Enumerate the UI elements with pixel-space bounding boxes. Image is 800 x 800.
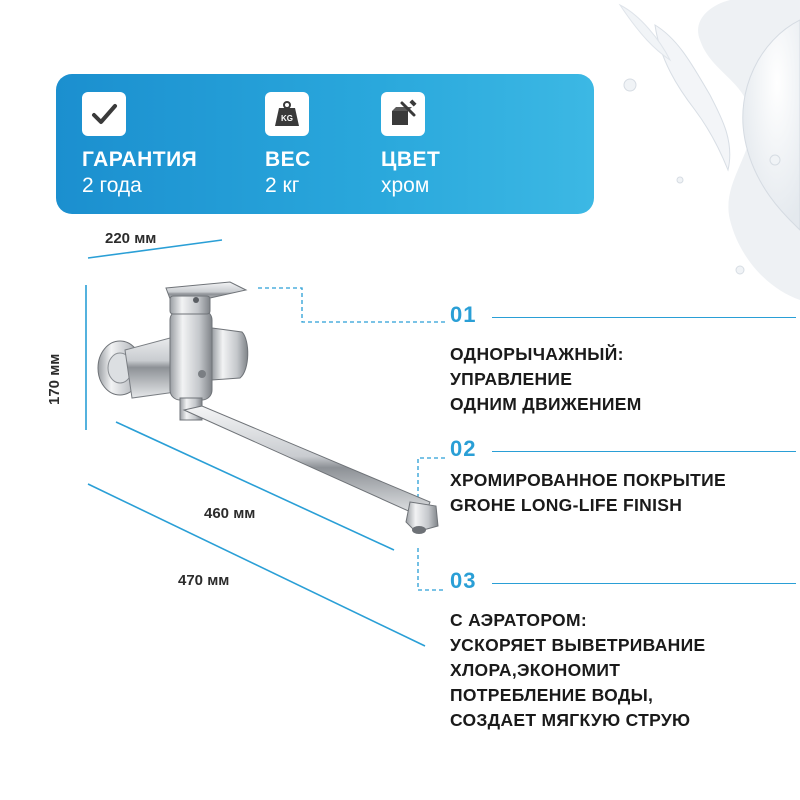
- checkmark-icon: [82, 92, 126, 136]
- specs-banner: ГАРАНТИЯ 2 года KG ВЕС 2 кг ЦВЕТ хром: [56, 74, 594, 214]
- feature-text-line: ОДНОРЫЧАЖНЫЙ:: [450, 344, 624, 364]
- spec-title: ВЕС: [265, 148, 311, 171]
- svg-text:KG: KG: [281, 114, 293, 123]
- spec-value: хром: [381, 174, 430, 197]
- feature-number: 02: [450, 436, 477, 461]
- weight-kg-icon: KG: [265, 92, 309, 136]
- feature-text-line: СОЗДАЕТ МЯГКУЮ СТРУЮ: [450, 710, 691, 730]
- dimension-spout-label: 460 мм: [204, 505, 256, 522]
- faucet-image: [97, 281, 439, 534]
- dimension-height-label: 170 мм: [46, 353, 63, 405]
- feature-text-line: ПОТРЕБЛЕНИЕ ВОДЫ,: [450, 685, 654, 705]
- feature-02: 02 ХРОМИРОВАННОЕ ПОКРЫТИЕ GROHE LONG-LIF…: [450, 436, 796, 518]
- dimension-total-label: 470 мм: [178, 572, 230, 589]
- feature-text: С АЭРАТОРОМ: УСКОРЯЕТ ВЫВЕТРИВАНИЕ ХЛОРА…: [450, 608, 705, 733]
- feature-text-line: GROHE LONG-LIFE FINISH: [450, 495, 683, 515]
- feature-text-line: УПРАВЛЕНИЕ: [450, 369, 573, 389]
- paint-roller-icon: [381, 92, 425, 136]
- feature-number: 03: [450, 568, 477, 593]
- feature-01: 01 ОДНОРЫЧАЖНЫЙ: УПРАВЛЕНИЕ ОДНИМ ДВИЖЕН…: [450, 302, 796, 417]
- feature-text-line: ОДНИМ ДВИЖЕНИЕМ: [450, 394, 642, 414]
- spec-title: ГАРАНТИЯ: [82, 148, 198, 171]
- feature-text-line: УСКОРЯЕТ ВЫВЕТРИВАНИЕ: [450, 635, 706, 655]
- feature-number: 01: [450, 302, 477, 327]
- feature-divider: [492, 451, 796, 452]
- feature-text-line: ХРОМИРОВАННОЕ ПОКРЫТИЕ: [450, 470, 726, 490]
- feature-text-line: ХЛОРА,ЭКОНОМИТ: [450, 660, 621, 680]
- feature-03: 03 С АЭРАТОРОМ: УСКОРЯЕТ ВЫВЕТРИВАНИЕ ХЛ…: [450, 568, 796, 733]
- feature-divider: [492, 583, 796, 584]
- milk-splash-image: [618, 0, 800, 300]
- feature-text: ОДНОРЫЧАЖНЫЙ: УПРАВЛЕНИЕ ОДНИМ ДВИЖЕНИЕМ: [450, 342, 642, 417]
- spec-title: ЦВЕТ: [381, 148, 441, 171]
- feature-text-line: С АЭРАТОРОМ:: [450, 610, 587, 630]
- dimension-depth-label: 220 мм: [105, 230, 157, 247]
- feature-text: ХРОМИРОВАННОЕ ПОКРЫТИЕ GROHE LONG-LIFE F…: [450, 468, 726, 518]
- feature-divider: [492, 317, 796, 318]
- spec-value: 2 года: [82, 174, 142, 197]
- spec-value: 2 кг: [265, 174, 300, 197]
